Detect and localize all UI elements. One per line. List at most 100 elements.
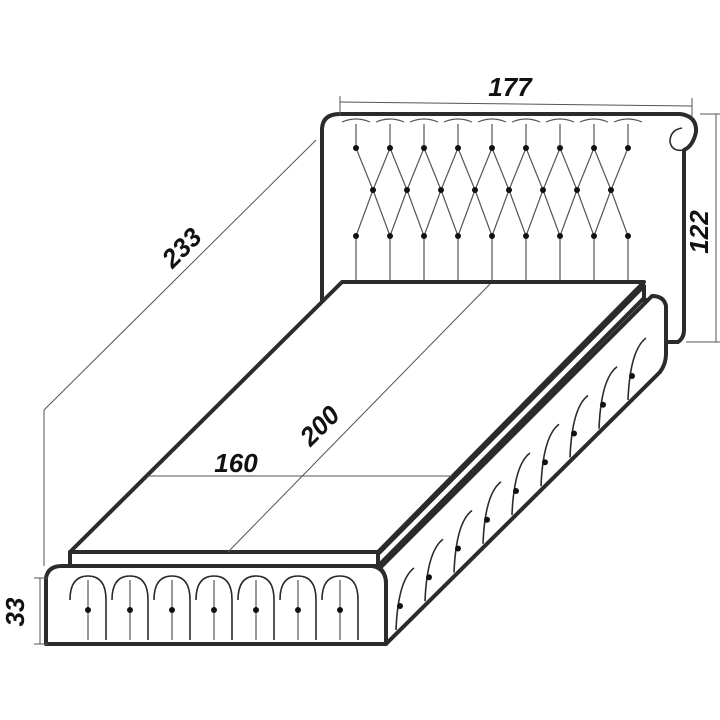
base-side-pleat bbox=[569, 394, 589, 458]
label-headboard-height: 122 bbox=[684, 210, 714, 254]
headboard-diamond-seam bbox=[457, 189, 476, 237]
base-front-pleat bbox=[195, 575, 233, 640]
headboard-diamond-seam bbox=[508, 189, 527, 237]
headboard-arc bbox=[477, 118, 507, 123]
headboard-diamond-seam bbox=[440, 147, 459, 191]
label-mattress-width: 160 bbox=[214, 448, 258, 478]
headboard-button bbox=[472, 187, 478, 193]
base-side-button bbox=[542, 459, 548, 466]
headboard-button bbox=[421, 145, 427, 151]
headboard-diamond-seam bbox=[457, 147, 476, 191]
dim-line-mattress-length bbox=[227, 283, 491, 553]
base-front-button bbox=[211, 607, 217, 613]
headboard-button bbox=[506, 187, 512, 193]
headboard-diamond-seam bbox=[576, 189, 595, 237]
headboard-button bbox=[625, 233, 631, 239]
base-side-button bbox=[426, 574, 432, 581]
headboard-button bbox=[557, 233, 563, 239]
label-headboard-width: 177 bbox=[488, 72, 533, 102]
headboard-diamond-seam bbox=[474, 189, 493, 237]
headboard-diamond-seam bbox=[406, 189, 425, 237]
base-side-pleat bbox=[482, 481, 502, 544]
headboard-button bbox=[370, 187, 376, 193]
headboard-scroll bbox=[669, 127, 685, 152]
dimension-lines bbox=[34, 96, 720, 645]
base-side-button bbox=[571, 430, 577, 437]
headboard-arc bbox=[613, 118, 643, 123]
headboard-diamond-seam bbox=[440, 189, 459, 237]
headboard-button bbox=[591, 145, 597, 151]
base-side-pleat bbox=[424, 538, 444, 602]
headboard-diamond-seam bbox=[542, 147, 561, 191]
base-front-pleat bbox=[153, 575, 191, 640]
headboard-diamond-seam bbox=[389, 147, 408, 191]
headboard-arc bbox=[375, 118, 405, 123]
base-front-button bbox=[253, 607, 259, 613]
headboard-arc bbox=[443, 118, 473, 123]
base-side-button bbox=[600, 401, 606, 408]
headboard-diamond-seam bbox=[525, 189, 544, 237]
headboard-button bbox=[574, 187, 580, 193]
headboard-button bbox=[625, 145, 631, 151]
headboard-diamond-seam bbox=[559, 147, 578, 191]
headboard-diamond-seam bbox=[372, 147, 391, 191]
label-base-height: 33 bbox=[0, 597, 30, 626]
base-side-pleat bbox=[627, 337, 647, 401]
base-front-pleat bbox=[237, 575, 275, 640]
headboard-button bbox=[608, 187, 614, 193]
base-front-button bbox=[169, 607, 175, 613]
headboard-diamond-seam bbox=[491, 189, 510, 237]
headboard-diamond-seam bbox=[542, 189, 561, 237]
headboard-diamond-seam bbox=[406, 147, 425, 191]
headboard-button bbox=[523, 233, 529, 239]
headboard-button bbox=[455, 233, 461, 239]
headboard-button bbox=[353, 233, 359, 239]
base-side-pleat bbox=[540, 423, 560, 487]
base-front-button bbox=[295, 607, 301, 613]
base-side-tufting bbox=[395, 337, 647, 631]
base-side-pleat bbox=[453, 509, 473, 573]
headboard-diamond-seam bbox=[610, 189, 629, 237]
base-side-button bbox=[484, 516, 490, 523]
headboard-diamond-seam bbox=[423, 189, 442, 237]
headboard-arc bbox=[409, 118, 439, 123]
headboard-diamond-seam bbox=[559, 189, 578, 237]
dim-line-total-length bbox=[43, 139, 317, 411]
mattress-top bbox=[68, 280, 646, 554]
headboard-arc bbox=[545, 118, 575, 123]
headboard-diamond-seam bbox=[610, 147, 629, 191]
headboard-diamond-seam bbox=[372, 189, 391, 237]
headboard-diamond-seam bbox=[508, 147, 527, 191]
base-side-pleat bbox=[395, 567, 415, 631]
headboard-diamond-seam bbox=[474, 147, 493, 191]
base-side-button bbox=[455, 545, 461, 552]
headboard-diamond-seam bbox=[576, 147, 595, 191]
base-front-button bbox=[337, 607, 343, 613]
headboard-diamond-seam bbox=[355, 147, 374, 191]
mattress bbox=[68, 280, 646, 568]
base-side-button bbox=[629, 373, 635, 379]
base-front-tufting bbox=[69, 575, 359, 640]
base-side-button bbox=[397, 603, 403, 609]
mattress-front bbox=[68, 550, 380, 568]
base-side-button bbox=[513, 488, 519, 494]
label-total-length: 233 bbox=[155, 221, 208, 274]
base-front-pleat bbox=[279, 575, 317, 640]
headboard-button bbox=[438, 187, 444, 193]
headboard-diamond-seam bbox=[355, 189, 374, 237]
headboard-arc bbox=[511, 118, 541, 123]
base-front-button bbox=[127, 607, 133, 613]
base-side-pleat bbox=[598, 366, 618, 429]
headboard-button bbox=[455, 145, 461, 151]
base-front-pleat bbox=[321, 575, 359, 640]
headboard-button bbox=[489, 145, 495, 151]
base-front-pleat bbox=[69, 575, 107, 640]
headboard-quilting bbox=[341, 118, 643, 282]
headboard-arc bbox=[579, 118, 609, 123]
headboard-button bbox=[421, 233, 427, 239]
headboard-diamond-seam bbox=[525, 147, 544, 191]
headboard-diamond-seam bbox=[593, 189, 612, 237]
headboard-button bbox=[404, 187, 410, 193]
headboard-button bbox=[489, 233, 495, 239]
